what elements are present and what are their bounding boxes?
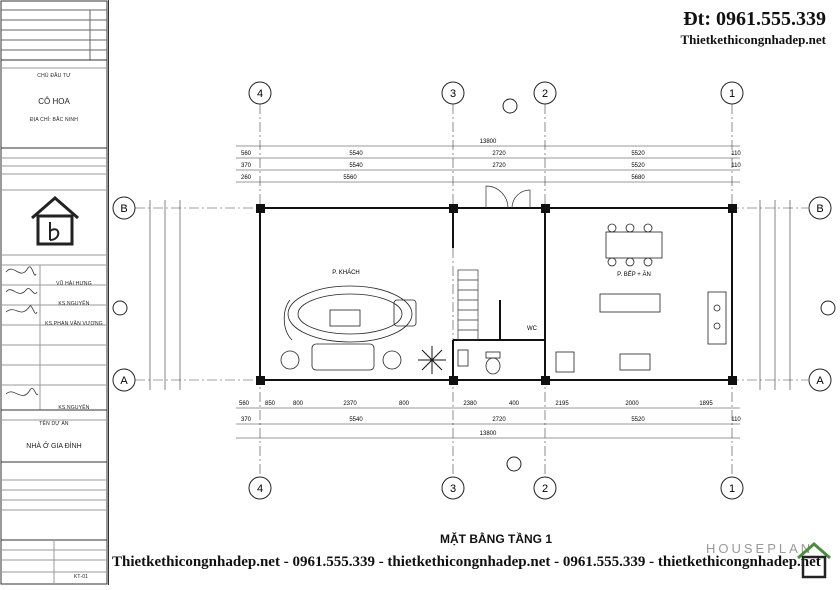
dim-overall-bottom: 13800 [480,431,497,437]
dim-bottom-seg-3: 5520 [631,417,645,423]
dim-wall-4: 110 [731,163,741,169]
dim-bottom-detail-5: 2380 [463,401,477,407]
walls [259,207,733,381]
dim-bottom-seg-0: 370 [241,417,252,423]
drawing-code: KT-01 [73,574,89,580]
plan-title: MẶT BẰNG TẦNG 1 [440,532,552,546]
title-block-frame [0,0,108,585]
axis-label-a-left: A [120,375,128,387]
dim-inner-2: 5680 [631,175,645,181]
dim-top-2: 2720 [492,151,506,157]
dim-bottom-detail-3: 2370 [343,401,357,407]
room-label-living: P. KHÁCH [332,269,360,276]
room-label-wc: WC [527,326,538,332]
dim-bottom-detail-1: 850 [265,401,276,407]
dim-overall-top: 13800 [480,139,497,145]
dim-inner-1: 5560 [343,175,357,181]
dim-wall-2: 2720 [492,163,506,169]
axis-label-2-top: 2 [542,88,548,100]
dim-bottom-seg-1: 5540 [349,417,363,423]
axis-label-3-bottom: 3 [450,483,456,495]
axis-label-a-right: A [816,375,824,387]
staircase [457,269,479,341]
dim-wall-3: 5520 [631,163,645,169]
dim-top-3: 5520 [631,151,645,157]
dimension-lines-top [236,145,740,183]
owner-name: CÔ HOA [38,97,70,106]
axis-bubbles-top [112,81,832,500]
reviewer-4: KS.NGUYỄN [58,405,90,411]
doors [485,185,531,209]
dim-bottom-detail-6: 400 [509,401,520,407]
axis-label-1-top: 1 [729,88,735,100]
axis-label-b-left: B [120,203,127,215]
grid-lines [135,104,808,478]
website: Thietkethicongnhadep.net [680,32,826,47]
dim-bottom-detail-9: 1895 [699,401,713,407]
dim-bottom-detail-7: 2195 [555,401,569,407]
dim-bottom-detail-4: 800 [399,401,410,407]
reviewer-2: KS.NGUYỄN [58,301,90,307]
axis-label-2-bottom: 2 [542,483,548,495]
dim-top-0: 560 [241,151,252,157]
title-block: CHỦ ĐẦU TƯ CÔ HOA ĐỊA CHỈ: BẮC NINH VŨ H… [0,0,109,585]
phone-number: Đt: 0961.555.339 [683,8,826,30]
axis-label-3-top: 3 [450,88,456,100]
dim-wall-0: 370 [241,163,252,169]
axis-label-4-top: 4 [257,88,263,100]
owner-address: ĐỊA CHỈ: BẮC NINH [29,117,79,123]
dim-wall-1: 5540 [349,163,363,169]
dimension-lines-side [149,200,791,390]
dim-bottom-seg-4: 110 [731,417,741,423]
footer-text: Thietkethicongnhadep.net - 0961.555.339 … [112,554,821,570]
dim-bottom-detail-2: 800 [293,401,304,407]
axis-label-4-bottom: 4 [257,483,263,495]
toilet-icon [457,349,501,375]
reviewer-1: VŨ HẢI HƯNG [56,281,92,287]
project-name: NHÀ Ở GIA ĐÌNH [26,443,82,450]
project-label: TÊN DỰ ÁN [39,421,69,427]
dimension-lines-bottom [236,407,740,439]
dim-inner-0: 260 [241,175,252,181]
owner-label: CHỦ ĐẦU TƯ [37,73,71,79]
dining-table [555,223,727,373]
dim-top-1: 5540 [349,151,363,157]
axis-label-1-bottom: 1 [729,483,735,495]
signature-marks [5,266,39,396]
section-marker-icons [112,98,836,472]
axis-label-b-right: B [816,203,823,215]
company-logo-icon [31,196,79,246]
dim-bottom-detail-8: 2000 [625,401,639,407]
dim-bottom-detail-0: 560 [239,401,250,407]
dim-top-4: 110 [731,151,741,157]
columns [256,204,737,385]
brand-watermark: HOUSEPLAN [706,541,814,556]
plant-icon [418,346,446,374]
house-logo-icon [797,542,831,579]
reviewer-3: KS.PHAN VĂN VƯƠNG [45,321,103,327]
sofa-set [280,285,417,371]
dim-bottom-seg-2: 2720 [492,417,506,423]
room-label-kitchen: P. BẾP + ĂN [617,271,651,278]
